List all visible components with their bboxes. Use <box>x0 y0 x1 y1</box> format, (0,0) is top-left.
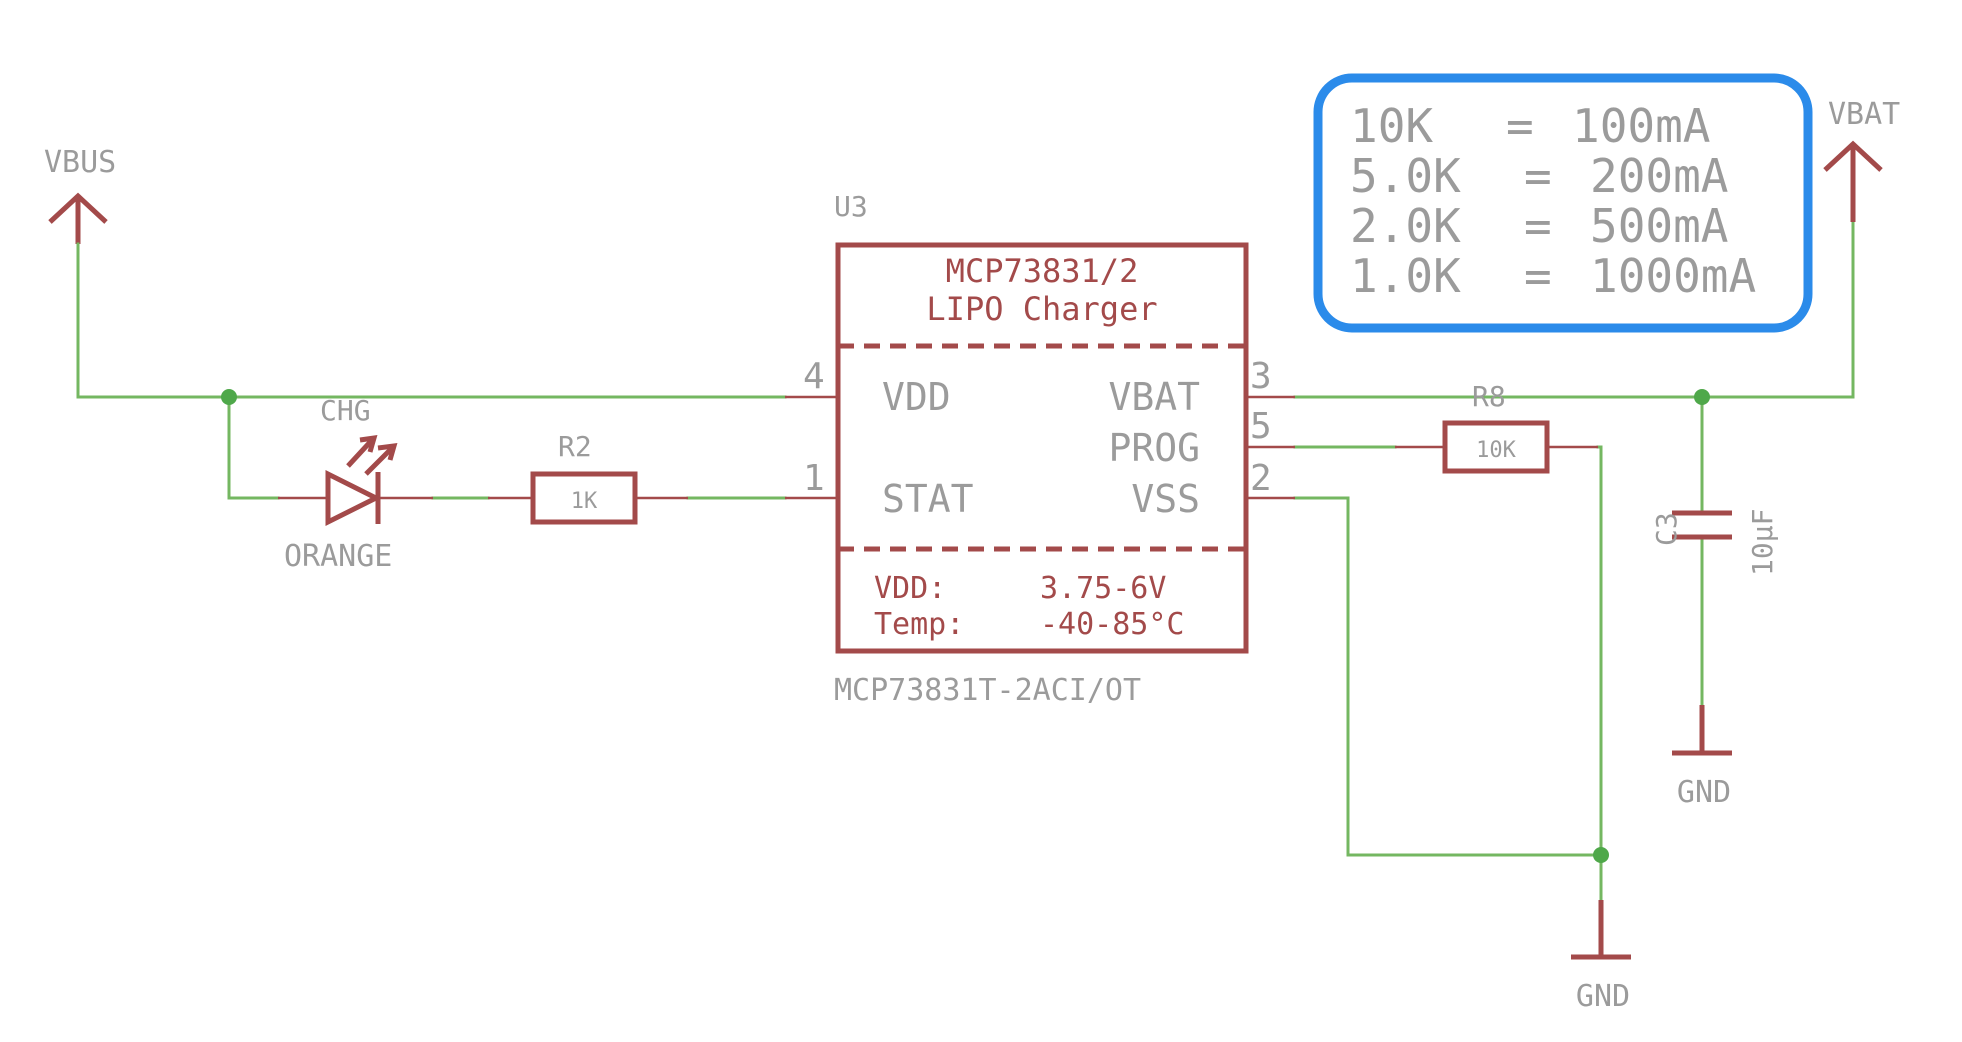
ic-part-number: MCP73831T-2ACI/OT <box>834 673 1141 708</box>
r2-value: 1K <box>571 489 598 514</box>
wire-r8-to-gnd <box>1596 445 1603 902</box>
prog-row-4-current: 1000mA <box>1590 249 1756 303</box>
pin-name-vss: VSS <box>1131 477 1200 521</box>
prog-row-1-resistor: 10K <box>1350 99 1433 153</box>
c3-value: 10µF <box>1746 509 1779 576</box>
resistor-r2-symbol <box>488 471 688 525</box>
prog-row-1-current: 100mA <box>1572 99 1710 153</box>
prog-row-4-eq: = <box>1524 249 1552 303</box>
pin-number-vdd: 4 <box>803 356 825 397</box>
ic-spec-temp-value: -40-85°C <box>1040 607 1185 642</box>
led-color-label: ORANGE <box>284 539 392 574</box>
junction-vbus <box>221 389 237 405</box>
r8-value: 10K <box>1476 438 1516 463</box>
ic-spec-vdd-label: VDD: <box>874 571 946 606</box>
pin-number-vss: 2 <box>1250 458 1272 499</box>
vbus-label: VBUS <box>44 145 116 180</box>
wire-led-anode <box>227 395 280 500</box>
pin-name-vdd: VDD <box>882 375 951 419</box>
prog-row-2-resistor: 5.0K <box>1350 149 1461 203</box>
gnd-symbol-cap <box>1672 705 1732 756</box>
gnd-cap-label: GND <box>1677 775 1731 810</box>
prog-row-1-eq: = <box>1506 99 1534 153</box>
led-chg-symbol <box>278 434 433 527</box>
vbat-label: VBAT <box>1828 97 1900 132</box>
pin-number-prog: 5 <box>1250 406 1272 447</box>
prog-table-callout <box>1313 73 1813 333</box>
wire-vss <box>1293 496 1603 857</box>
ic-refdes: U3 <box>834 190 868 223</box>
prog-row-4-resistor: 1.0K <box>1350 249 1461 303</box>
ic-title-line1: MCP73831/2 <box>946 252 1139 290</box>
r8-refdes: R8 <box>1472 380 1506 413</box>
junction-vbat <box>1694 389 1710 405</box>
pin-name-prog: PROG <box>1108 426 1200 470</box>
pin-name-vbat: VBAT <box>1108 375 1200 419</box>
pin-number-stat: 1 <box>803 458 825 499</box>
resistor-r8-symbol <box>1395 420 1598 474</box>
gnd-symbol-bottom <box>1571 900 1631 960</box>
junction-gnd <box>1593 847 1609 863</box>
wire-vbus <box>76 242 787 399</box>
prog-row-3-resistor: 2.0K <box>1350 199 1461 253</box>
pin-name-stat: STAT <box>882 477 974 521</box>
prog-row-2-current: 200mA <box>1590 149 1728 203</box>
vbus-supply-symbol <box>48 192 108 244</box>
wires <box>76 220 1855 902</box>
ic-title-line2: LIPO Charger <box>926 290 1157 328</box>
wire-vbat-net <box>1293 220 1855 399</box>
ic-spec-vdd-value: 3.75-6V <box>1040 571 1166 606</box>
ic-spec-temp-label: Temp: <box>874 607 964 642</box>
led-refdes: CHG <box>320 394 371 427</box>
ic-u3-symbol <box>785 242 1295 654</box>
prog-table: 10K = 100mA 5.0K = 200mA 2.0K = 500mA 1.… <box>1350 99 1756 303</box>
capacitor-c3-symbol <box>1672 510 1732 540</box>
vbat-supply-symbol <box>1823 140 1883 222</box>
prog-row-2-eq: = <box>1524 149 1552 203</box>
r2-refdes: R2 <box>558 430 592 463</box>
c3-refdes: C3 <box>1650 512 1683 546</box>
pin-number-vbat: 3 <box>1250 356 1272 397</box>
prog-row-3-eq: = <box>1524 199 1552 253</box>
prog-row-3-current: 500mA <box>1590 199 1728 253</box>
gnd-bottom-label: GND <box>1576 979 1630 1014</box>
